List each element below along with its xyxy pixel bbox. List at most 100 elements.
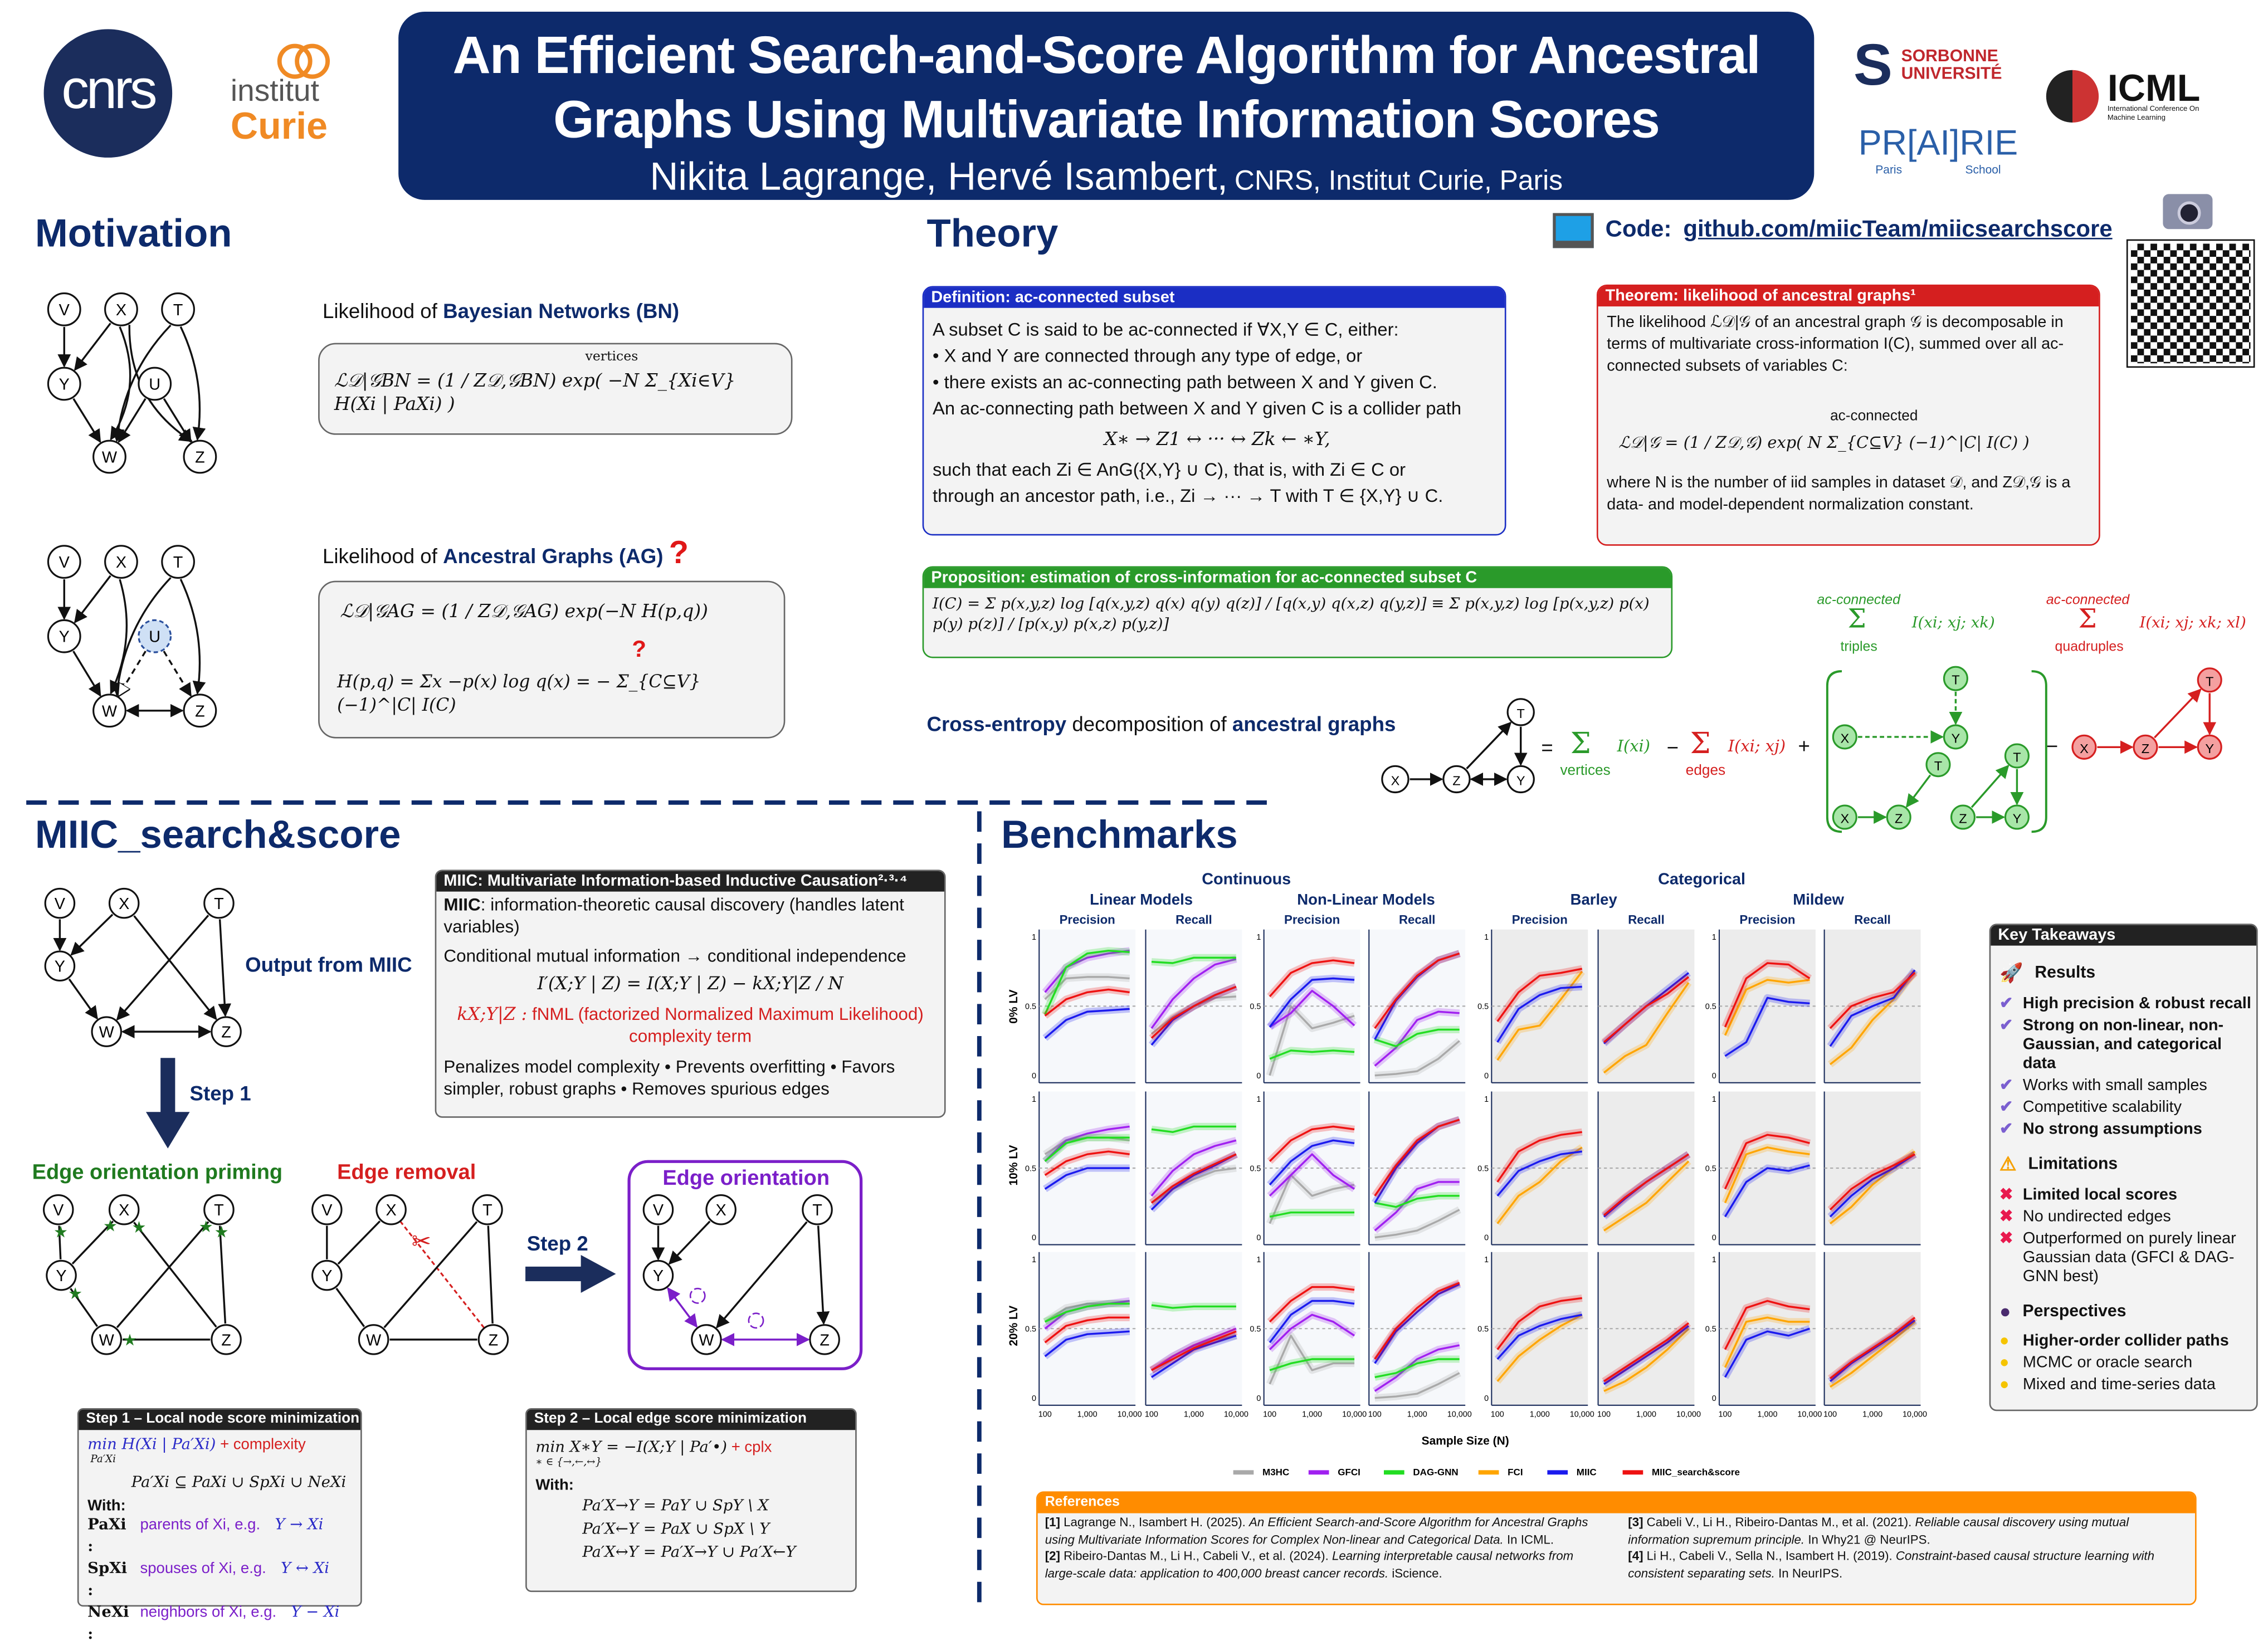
series-line-dag-gnn xyxy=(1374,1358,1460,1379)
series-line-gfci xyxy=(1044,950,1130,993)
y-tick-label: 0.5 xyxy=(1705,1325,1716,1334)
series-band xyxy=(1828,1318,1918,1390)
ce-vertices: vertices xyxy=(1560,763,1611,779)
graph-node: T xyxy=(161,292,195,326)
reference-part: In NeurIPS. xyxy=(1774,1565,1843,1580)
perspective-item: ●Mixed and time-series data xyxy=(1999,1376,2254,1395)
node-label: T xyxy=(2013,750,2021,764)
node-label: W xyxy=(366,1331,382,1349)
series-line-dag-gnn xyxy=(1269,1212,1355,1218)
perspectives-section-icon: ● xyxy=(1999,1300,2011,1322)
graph-edge xyxy=(2154,688,2202,739)
series-line-miic-search-score xyxy=(1044,1150,1130,1176)
series-band xyxy=(1602,1326,1691,1395)
x-tick-label: 100 xyxy=(1491,1410,1504,1419)
series-band xyxy=(1042,1313,1130,1346)
curie-logo-bottom: Curie xyxy=(230,103,328,148)
series-band xyxy=(1372,1116,1461,1198)
node-circle xyxy=(47,619,81,653)
edge-removal-label: Edge removal xyxy=(337,1161,476,1185)
series-band xyxy=(1721,1297,1811,1351)
node-label: W xyxy=(102,448,118,466)
theorem-box: Theorem: likelihood of ancestral graphs¹… xyxy=(1596,284,2100,546)
graph-node: V xyxy=(44,887,76,919)
series-band xyxy=(1149,1151,1238,1206)
def-line: A subset C is said to be ac-connected if… xyxy=(932,319,1399,340)
subgroup-label: Mildew xyxy=(1793,891,1844,908)
x-tick-label: 1,000 xyxy=(1407,1410,1427,1419)
y-tick-label: 0 xyxy=(1484,1072,1489,1081)
series-line-miic-search-score xyxy=(1603,1153,1689,1216)
graph-node: Z xyxy=(183,439,217,474)
y-tick-label: 0.5 xyxy=(1025,1325,1036,1334)
group-label: Continuous xyxy=(1202,871,1291,888)
graph-edge xyxy=(68,978,98,1020)
node-label: Z xyxy=(221,1024,231,1042)
result-item-text: No strong assumptions xyxy=(2022,1120,2202,1139)
node-label: T xyxy=(214,895,224,913)
series-band xyxy=(1721,1325,1811,1379)
graph-edge xyxy=(110,579,128,695)
proposition-formula: I(C) = Σ p(x,y,z) log [q(x,y,z) q(x) q(y… xyxy=(932,595,1650,633)
metric-label: Precision xyxy=(1512,912,1568,926)
perspectives-section: ●Perspectives xyxy=(1999,1300,2254,1322)
graph-node: U xyxy=(138,367,172,401)
series-band xyxy=(1374,1355,1460,1381)
output-from-miic-label: Output from MIIC xyxy=(245,953,412,976)
series-line-miic-search-score xyxy=(1830,1316,1916,1380)
github-link[interactable]: github.com/miicTeam/miicsearchscore xyxy=(1683,217,2113,242)
graph-edge xyxy=(74,575,111,624)
y-tick-label: 1 xyxy=(1484,1256,1489,1264)
perspective-item-icon: ● xyxy=(1999,1332,2010,1350)
node-circle xyxy=(2004,743,2030,769)
reference-part: iScience. xyxy=(1388,1565,1442,1580)
question-mark-icon: ? xyxy=(669,534,689,571)
x-tick-label: 1,000 xyxy=(1757,1410,1777,1419)
node-circle xyxy=(46,1259,77,1291)
series-line-dag-gnn xyxy=(1044,1136,1130,1163)
ce-post: ancestral graphs xyxy=(1232,712,1396,736)
graph-edge xyxy=(128,325,193,442)
node-label: W xyxy=(99,1331,115,1349)
series-line-miic xyxy=(1150,985,1237,1046)
node-circle xyxy=(1381,765,1409,794)
bn-formula-box: vertices ℒ𝒟|𝒢BN = (1 / Z𝒟,𝒢BN) exp( −N Σ… xyxy=(318,343,793,435)
qr-code[interactable] xyxy=(2126,239,2255,368)
graph-edge xyxy=(337,1220,381,1265)
y-tick-label: 0 xyxy=(1256,1234,1261,1243)
series-band xyxy=(1151,954,1236,967)
node-circle xyxy=(138,619,172,653)
step2-arrow xyxy=(525,1254,616,1293)
series-band xyxy=(1149,1164,1237,1206)
series-line-gfci xyxy=(1269,990,1355,1028)
y-tick-label: 0.5 xyxy=(1025,1003,1036,1012)
series-line-gfci xyxy=(1151,1327,1237,1371)
chart-panel xyxy=(1824,1252,1921,1405)
sorbonne-top: SORBONNE xyxy=(1901,48,1998,66)
series-line-miic-search-score xyxy=(1496,1297,1582,1350)
ce-minus-2: − xyxy=(2046,734,2059,758)
series-line-miic-search-score xyxy=(1374,1282,1460,1360)
graph-edge xyxy=(133,915,217,1020)
code-link-row: Code: github.com/miicTeam/miicsearchscor… xyxy=(1553,213,2113,248)
node-label: T xyxy=(482,1201,492,1219)
node-circle xyxy=(104,292,138,326)
graph-node: Y xyxy=(47,619,81,653)
ce-ixixj: I(xi; xj) xyxy=(1728,736,1786,756)
result-item-text: Strong on non-linear, non-Gaussian, and … xyxy=(2022,1017,2224,1073)
chart-panel xyxy=(1369,1252,1466,1405)
series-band xyxy=(1043,1300,1130,1325)
series-band xyxy=(1149,983,1238,1041)
series-band xyxy=(1269,1355,1355,1374)
graph-edge xyxy=(119,651,147,696)
graph-edge xyxy=(383,1221,478,1328)
series-line-miic xyxy=(1603,972,1690,1044)
chart-panel xyxy=(1491,929,1588,1083)
limitation-item-text: Limited local scores xyxy=(2022,1186,2177,1204)
series-band xyxy=(1267,1283,1355,1325)
icml-sub: International Conference On Machine Lear… xyxy=(2107,105,2199,123)
reference-part: [4] xyxy=(1628,1548,1647,1563)
graph-node: X xyxy=(108,887,140,919)
